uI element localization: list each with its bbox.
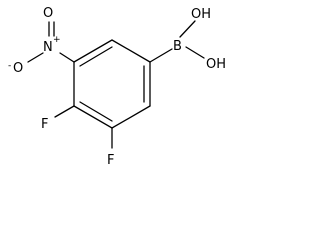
nitro-oxygen-left-charge: - [8,61,11,71]
ring-bond-c3-c4 [111,105,151,129]
nitrogen-label: N [43,40,53,55]
bond-boron-oh-top [179,20,196,38]
nitro-group: N + O - O [8,6,75,76]
nitrogen-charge: + [53,35,61,45]
bond-ring-fluorine-left [54,105,75,118]
chemical-structure-diagram: B OH OH N + O - O F F [8,6,226,168]
fluorine-left-label: F [41,117,48,132]
boron-label: B [173,39,182,54]
benzene-ring [73,39,151,129]
boronic-acid-group: B OH OH [149,7,226,72]
fluorine-bottom-label: F [107,153,114,168]
ring-bond-c4-c5 [73,105,113,129]
ring-double-bond-c6-c1 [79,46,113,67]
bond-boron-oh-right [185,46,205,59]
ring-double-bond-c4-c5 [79,101,113,122]
ring-bond-c6-c1 [73,39,113,63]
nitro-oxygen-left-label: O [13,61,23,76]
fluorine-substituents: F F [41,105,114,168]
nitro-oxygen-top-label: O [43,6,53,21]
bond-ring-boron [149,48,173,63]
bond-nitrogen-oxygen-left [27,52,44,63]
ring-bond-c1-c2 [111,39,151,63]
bond-ring-nitrogen [59,52,75,63]
hydroxyl-right-label: OH [206,57,226,72]
hydroxyl-top-label: OH [191,7,211,22]
